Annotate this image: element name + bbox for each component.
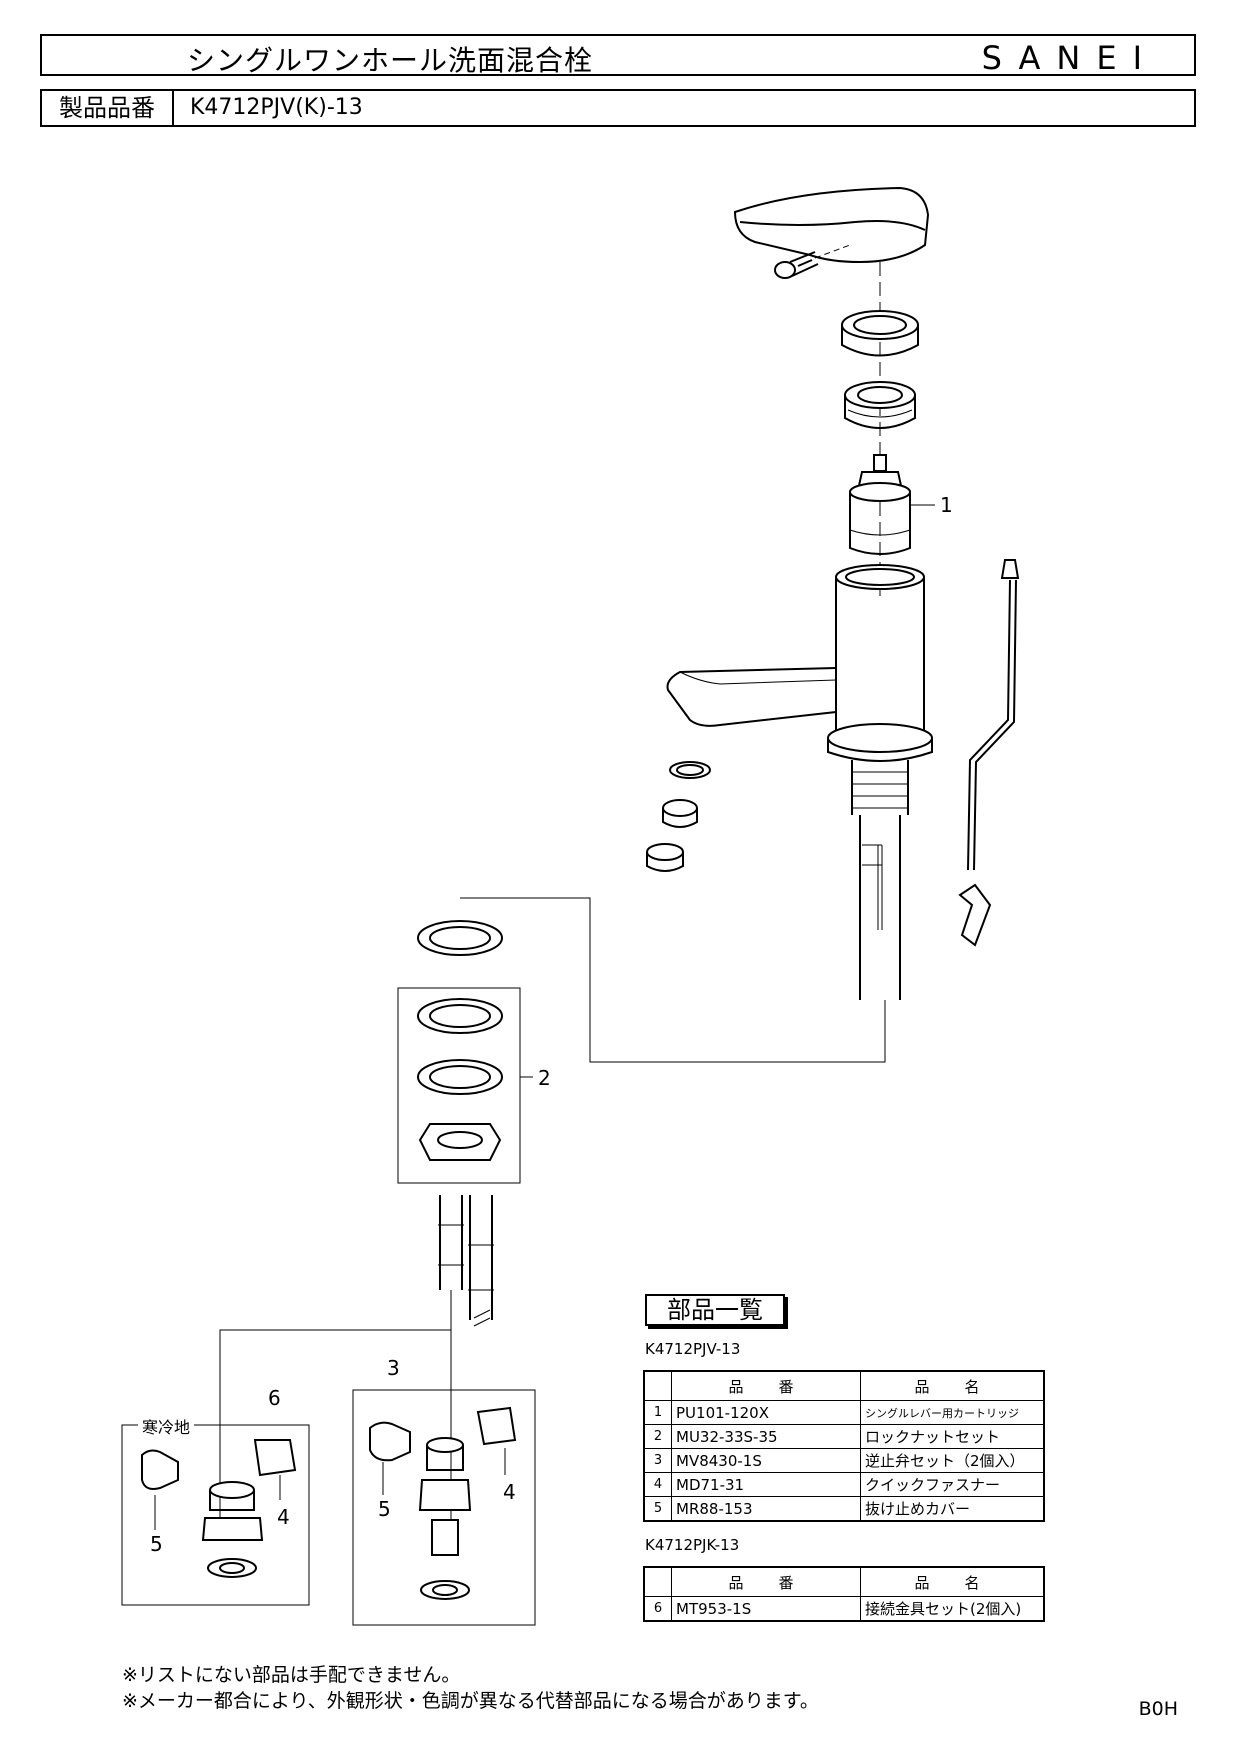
col-number-header: 品 番 — [671, 1370, 861, 1401]
table-row: 1 PU101-120X シングルレバー用カートリッジ — [643, 1400, 1045, 1425]
document-title: シングルワンホール洗面混合栓 — [187, 44, 594, 77]
table-row: 6 MT953-1S 接続金具セット(2個入) — [643, 1596, 1045, 1622]
callout-2: 2 — [538, 1066, 551, 1090]
parts-table-b: 品 番 品 名 6 MT953-1S 接続金具セット(2個入) — [643, 1566, 1045, 1622]
model-b-label: K4712PJK-13 — [645, 1536, 740, 1554]
col-number-header-b: 品 番 — [671, 1566, 861, 1597]
check-valve-parts — [369, 1406, 517, 1600]
popup-rod — [958, 559, 1020, 947]
callout-3: 3 — [387, 1356, 400, 1380]
lower-hoses — [438, 1195, 494, 1327]
table-row: 5 MR88-153 抜け止めカバー — [643, 1496, 1045, 1522]
lever-handle — [733, 186, 930, 264]
cold-region-parts — [141, 1439, 297, 1578]
locknut-set — [397, 920, 533, 1184]
brand-logo: SANEI — [981, 39, 1158, 77]
parts-list-heading: 部品一覧 — [645, 1294, 785, 1326]
aerator-parts — [646, 761, 711, 872]
faucet-body — [666, 564, 933, 1000]
callout-4-right: 4 — [503, 1480, 516, 1504]
callout-5-left: 5 — [150, 1532, 163, 1556]
table-row: 3 MV8430-1S 逆止弁セット（2個入） — [643, 1448, 1045, 1473]
product-number-label: 製品品番 — [42, 91, 174, 125]
cold-region-label: 寒冷地 — [138, 1414, 195, 1438]
table-row: 4 MD71-31 クイックファスナー — [643, 1472, 1045, 1497]
col-name-header: 品 名 — [860, 1370, 1045, 1401]
cap-ring — [841, 310, 919, 357]
callout-6: 6 — [268, 1386, 281, 1410]
table-row: 2 MU32-33S-35 ロックナットセット — [643, 1424, 1045, 1449]
model-a-label: K4712PJV-13 — [645, 1340, 741, 1358]
parts-table-a: 品 番 品 名 1 PU101-120X シングルレバー用カートリッジ 2 MU… — [643, 1370, 1045, 1522]
product-number-value: K4712PJV(K)-13 — [190, 95, 363, 120]
callout-4-left: 4 — [277, 1505, 290, 1529]
fixing-nut — [844, 381, 916, 429]
callout-5-right: 5 — [378, 1497, 391, 1521]
callout-1: 1 — [940, 493, 953, 517]
title-bar: シングルワンホール洗面混合栓 SANEI — [40, 34, 1196, 77]
note-substitute-parts: ※メーカー都合により、外観形状・色調が異なる代替部品になる場合があります。 — [122, 1690, 819, 1712]
cartridge — [849, 454, 935, 555]
col-name-header-b: 品 名 — [860, 1566, 1045, 1597]
product-number-bar: 製品品番 K4712PJV(K)-13 — [40, 89, 1196, 127]
document-code: B0H — [1138, 1698, 1178, 1720]
set-screw — [774, 244, 851, 279]
note-unlisted-parts: ※リストにない部品は手配できません。 — [122, 1664, 461, 1686]
